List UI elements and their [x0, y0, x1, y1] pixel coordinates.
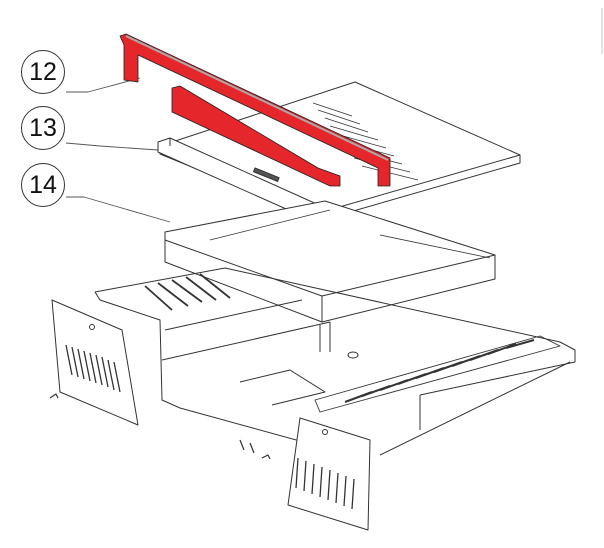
- callout-12-label: 12: [29, 57, 57, 86]
- front-rail-13: [157, 137, 331, 225]
- callout-13: 13: [21, 106, 65, 150]
- red-highlighted-bar-12: [119, 33, 391, 187]
- callout-12: 12: [21, 50, 65, 94]
- right-vent-panel: [239, 417, 371, 531]
- base-frame: [94, 267, 576, 456]
- callout-14: 14: [21, 163, 65, 207]
- grate-plate: [159, 81, 521, 223]
- leader-lines: [65, 77, 171, 223]
- callout-14-label: 14: [29, 170, 57, 199]
- callout-13-label: 13: [29, 113, 57, 142]
- drip-tray-14: [164, 200, 496, 352]
- left-vent-panel: [49, 299, 139, 426]
- page-edge-mark: [601, 8, 603, 54]
